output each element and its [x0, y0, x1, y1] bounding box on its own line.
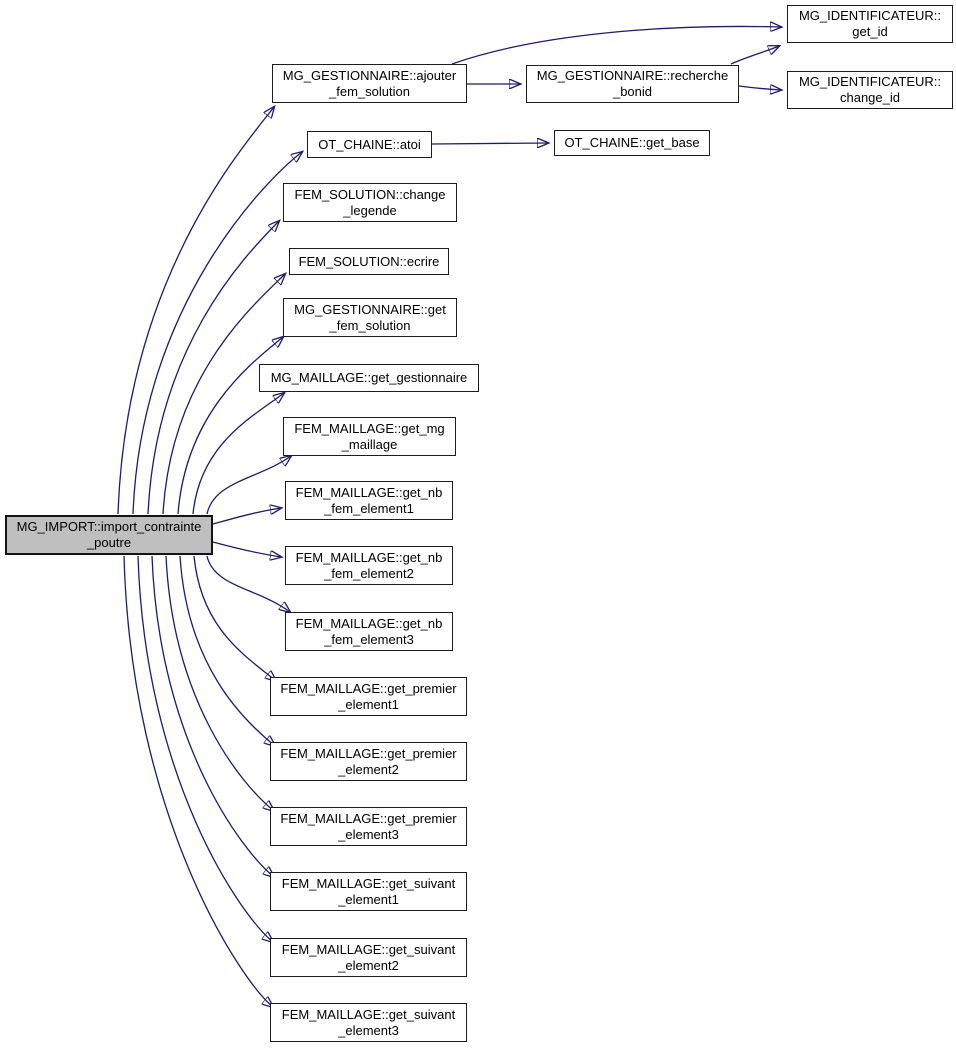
node-fem-solution-change-legende[interactable]: FEM_SOLUTION::change _legende — [283, 183, 457, 222]
edge-import-to-atoi — [132, 152, 302, 515]
node-mg-maillage-get-gestionnaire[interactable]: MG_MAILLAGE::get_gestionnaire — [259, 364, 479, 392]
node-fem-maillage-get-suivant-element3[interactable]: FEM_MAILLAGE::get_suivant _element3 — [270, 1003, 467, 1042]
edge-import-to-change-legende — [147, 221, 279, 515]
edge-import-to-get-gestionnaire — [192, 393, 284, 515]
edge-import-to-get-nb3 — [206, 555, 290, 612]
edge-import-to-suivant3 — [123, 555, 273, 1007]
node-fem-maillage-get-nb-fem-element3[interactable]: FEM_MAILLAGE::get_nb _fem_element3 — [285, 612, 453, 651]
node-fem-maillage-get-suivant-element2[interactable]: FEM_MAILLAGE::get_suivant _element2 — [270, 938, 467, 977]
edge-import-to-premier3 — [165, 555, 274, 811]
node-fem-solution-ecrire[interactable]: FEM_SOLUTION::ecrire — [289, 248, 449, 275]
node-fem-maillage-get-premier-element1[interactable]: FEM_MAILLAGE::get_premier _element1 — [270, 677, 467, 716]
node-mg-gestionnaire-ajouter-fem-solution[interactable]: MG_GESTIONNAIRE::ajouter _fem_solution — [272, 64, 467, 103]
node-mg-identificateur-change-id[interactable]: MG_IDENTIFICATEUR:: change_id — [787, 71, 953, 109]
node-mg-import-import-contrainte-poutre[interactable]: MG_IMPORT::import_contrainte _poutre — [5, 515, 213, 555]
node-fem-maillage-get-nb-fem-element2[interactable]: FEM_MAILLAGE::get_nb _fem_element2 — [285, 546, 453, 585]
edge-import-to-suivant1 — [151, 555, 274, 877]
edge-import-to-get-fem-solution — [177, 337, 283, 515]
edge-import-to-get-nb1 — [212, 508, 281, 525]
node-mg-identificateur-get-id[interactable]: MG_IDENTIFICATEUR:: get_id — [787, 5, 953, 43]
node-fem-maillage-get-premier-element2[interactable]: FEM_MAILLAGE::get_premier _element2 — [270, 742, 467, 781]
edge-import-to-ecrire — [162, 274, 285, 515]
node-fem-maillage-get-mg-maillage[interactable]: FEM_MAILLAGE::get_mg _maillage — [283, 417, 456, 456]
edge-import-to-get-mg-maillage — [206, 456, 291, 515]
edge-ajouter-to-get-id — [451, 26, 781, 65]
edge-recherche-to-get-id — [730, 46, 779, 65]
node-ot-chaine-get-base[interactable]: OT_CHAINE::get_base — [554, 130, 710, 156]
node-ot-chaine-atoi[interactable]: OT_CHAINE::atoi — [307, 131, 432, 158]
node-mg-gestionnaire-get-fem-solution[interactable]: MG_GESTIONNAIRE::get _fem_solution — [283, 298, 457, 337]
edge-atoi-to-get-base — [431, 143, 548, 144]
node-fem-maillage-get-nb-fem-element1[interactable]: FEM_MAILLAGE::get_nb _fem_element1 — [285, 481, 453, 520]
node-fem-maillage-get-suivant-element1[interactable]: FEM_MAILLAGE::get_suivant _element1 — [270, 872, 467, 911]
node-fem-maillage-get-premier-element3[interactable]: FEM_MAILLAGE::get_premier _element3 — [270, 807, 467, 846]
edge-import-to-ajouter — [117, 107, 274, 515]
edge-import-to-premier1 — [193, 555, 276, 681]
edge-import-to-premier2 — [179, 555, 275, 746]
edge-import-to-get-nb2 — [212, 541, 281, 557]
edge-recherche-to-change-id — [738, 86, 781, 90]
node-mg-gestionnaire-recherche-bonid[interactable]: MG_GESTIONNAIRE::recherche _bonid — [526, 65, 739, 103]
edge-import-to-suivant2 — [137, 555, 273, 942]
